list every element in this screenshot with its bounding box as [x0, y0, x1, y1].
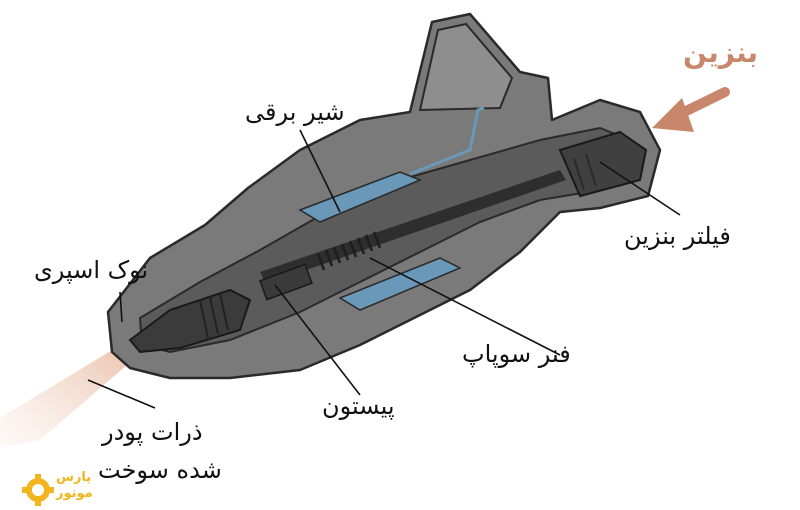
fuel-arrow-icon — [652, 87, 730, 132]
piston-label: پیستون — [322, 392, 395, 420]
logo-text-line2: موتور — [56, 486, 93, 501]
atomized-fuel-label-line1: ذرات پودر — [102, 418, 203, 446]
valve-spring — [316, 231, 382, 271]
atomized-fuel-label-line2: شده سوخت — [98, 456, 222, 484]
solenoid-label: شیر برقی — [245, 98, 345, 126]
leader-piston — [274, 284, 361, 396]
nozzle — [128, 288, 252, 354]
coil-wire — [409, 106, 485, 176]
logo-gear-icon — [22, 474, 54, 506]
fuel-filter-label: فیلتر بنزین — [624, 222, 731, 250]
solenoid-coil-lower — [338, 257, 462, 311]
valve-spring-label: فنر سوپاپ — [462, 340, 571, 368]
logo-text-line1: پارس — [56, 470, 92, 485]
leader-spray-tip — [119, 291, 123, 323]
leader-filter — [599, 161, 681, 216]
body-highlight — [418, 22, 514, 112]
leader-atomized-fuel — [87, 379, 156, 409]
leader-solenoid — [299, 129, 341, 213]
piston-part — [259, 263, 313, 301]
logo: پارس موتور — [22, 470, 132, 506]
fuel-spray — [0, 338, 142, 448]
solenoid-coil-upper — [298, 171, 422, 223]
fuel-label: بنزین — [683, 36, 759, 69]
leader-valve-spring — [369, 257, 561, 356]
spray-tip-label: نوک اسپری — [34, 256, 149, 284]
